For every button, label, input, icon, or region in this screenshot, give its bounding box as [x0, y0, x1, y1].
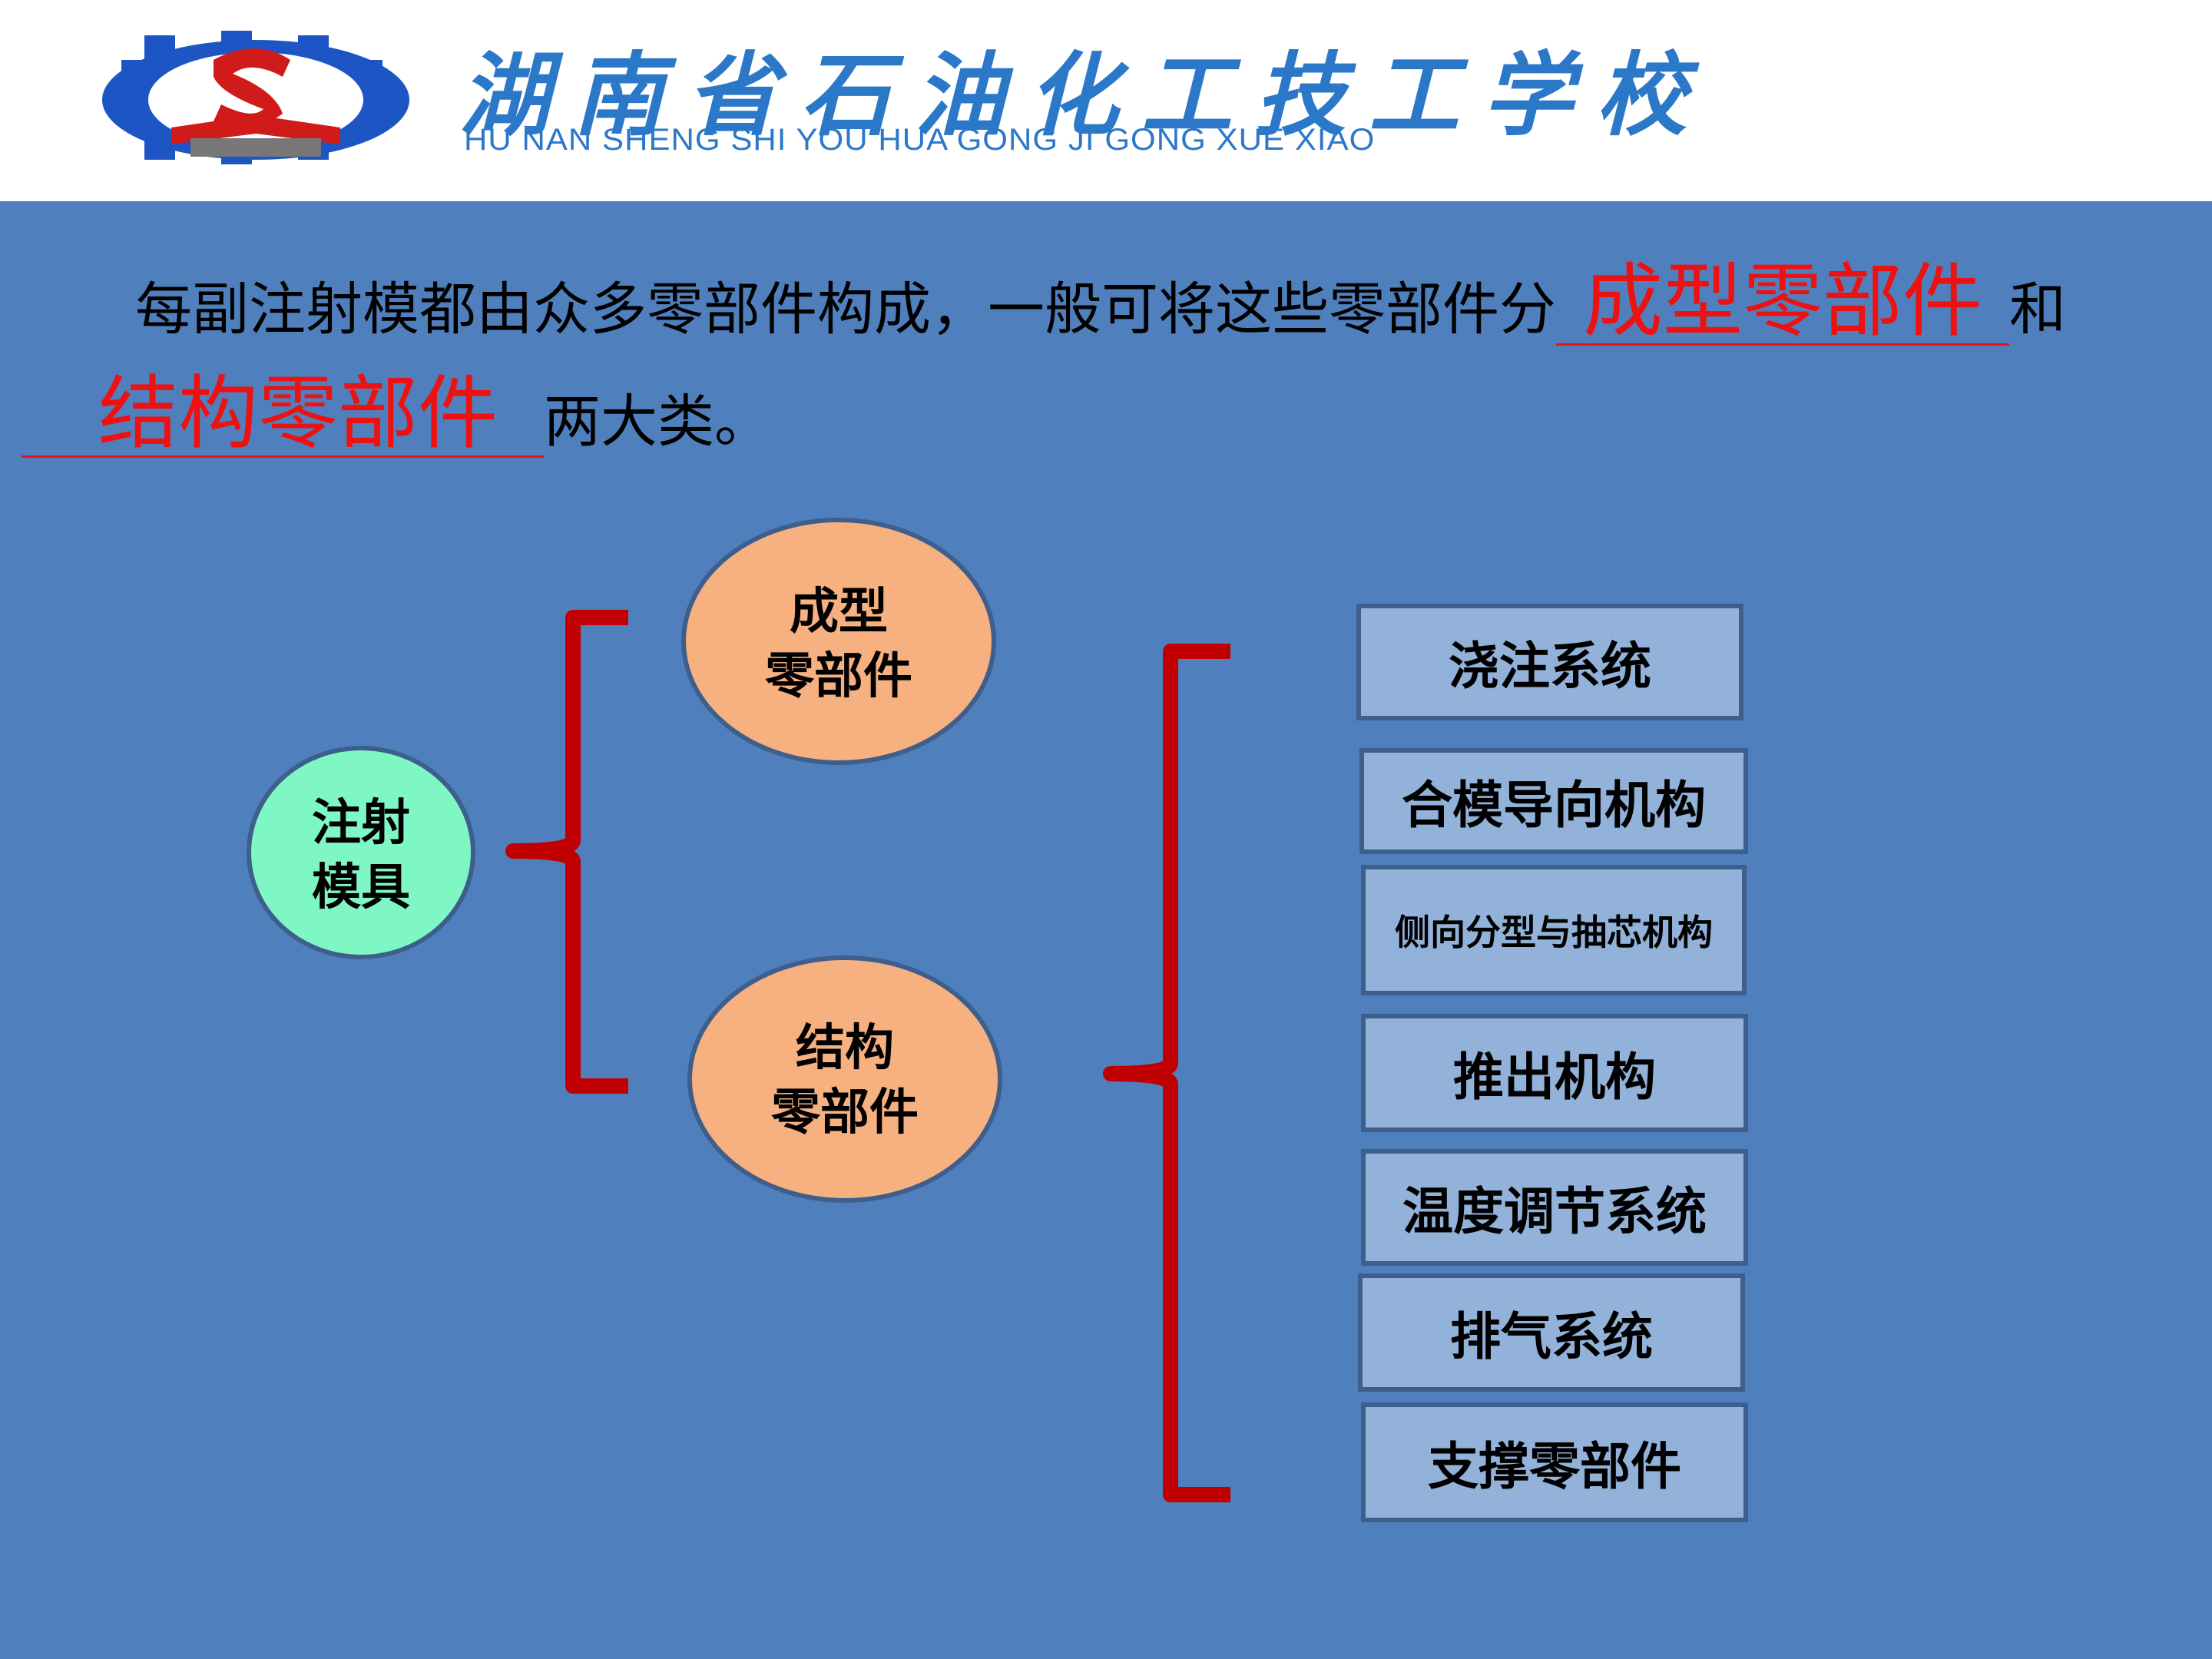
fill-blank-forming-parts: 成型零部件	[1556, 259, 2009, 346]
structural-label-line2: 零部件	[771, 1084, 919, 1141]
header: 湖南省石油化工技工学校 HU NAN SHENG SHI YOU HUA GON…	[0, 0, 2212, 201]
item-venting-system: 排气系统	[1358, 1273, 1745, 1392]
forming-parts-node	[681, 518, 996, 765]
item-support-parts: 支撑零部件	[1361, 1402, 1748, 1522]
structural-label-line1: 结构	[796, 1020, 894, 1077]
root-node	[247, 746, 475, 959]
sentence-part-2: 和	[2009, 276, 2066, 343]
root-node-label: 注射 模具	[249, 791, 473, 920]
school-name-cn: 湖南省石油化工技工学校	[459, 41, 1710, 148]
sentence-part-3: 两大类。	[544, 389, 771, 455]
school-name-en: HU NAN SHENG SHI YOU HUA GONG JI GONG XU…	[464, 123, 1376, 157]
structural-node-label: 结构 零部件	[690, 1016, 1000, 1145]
right-brace-icon	[1103, 644, 1230, 1502]
forming-label-line1: 成型	[790, 584, 888, 641]
item-ejection-mechanism: 推出机构	[1361, 1014, 1748, 1132]
item-temperature-control: 温度调节系统	[1361, 1149, 1748, 1266]
item-side-core-pulling: 侧向分型与抽芯机构	[1361, 865, 1747, 995]
item-guide-mechanism: 合模导向机构	[1359, 748, 1748, 854]
intro-sentence: 每副注射模都由众多零部件构成，一般可将这些零部件分成型零部件和结构零部件两大类。	[22, 253, 2195, 478]
left-brace-icon	[505, 610, 628, 1094]
school-logo-icon	[102, 31, 409, 164]
forming-label-line2: 零部件	[765, 648, 912, 705]
item-gating-system: 浇注系统	[1356, 604, 1743, 720]
structural-parts-node	[687, 955, 1002, 1203]
root-label-line1: 注射	[312, 795, 410, 852]
forming-node-label: 成型 零部件	[684, 580, 994, 709]
sentence-part-1: 每副注射模都由众多零部件构成，一般可将这些零部件分	[135, 276, 1556, 343]
root-label-line2: 模具	[312, 859, 410, 916]
fill-blank-structural-parts: 结构零部件	[22, 371, 544, 458]
